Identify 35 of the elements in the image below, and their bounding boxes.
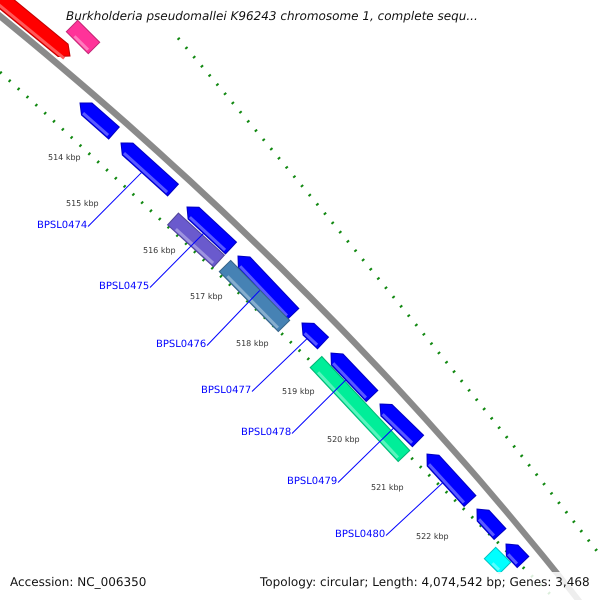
gene-feature: [476, 508, 507, 540]
position-label: 519 kbp: [282, 387, 315, 396]
gene-bar: [66, 20, 100, 54]
position-label: 517 kbp: [190, 292, 223, 301]
gene-label: BPSL0477: [201, 385, 252, 396]
gene-label: BPSL0479: [287, 476, 338, 487]
gene-label: BPSL0475: [99, 281, 150, 292]
position-label: 518 kbp: [236, 339, 269, 348]
accession-text: Accession: NC_006350: [10, 575, 146, 589]
position-label: 521 kbp: [371, 483, 404, 492]
gene-feature: [379, 403, 424, 448]
gene-feature: [120, 142, 180, 197]
leader-line: [252, 338, 308, 392]
gene-feature: [505, 543, 530, 568]
position-label: 515 kbp: [66, 199, 99, 208]
position-label: 516 kbp: [143, 246, 176, 255]
map-title: Burkholderia pseudomallei K96243 chromosome 1, complete sequ...: [66, 9, 478, 23]
gene-label: BPSL0474: [37, 220, 88, 231]
leader-line: [386, 482, 444, 536]
gene-bar: [484, 546, 512, 574]
gene-label: BPSL0478: [241, 427, 292, 438]
gene-label: BPSL0476: [156, 339, 206, 350]
position-label: 520 kbp: [327, 435, 360, 444]
gene-label: BPSL0480: [335, 529, 386, 540]
leader-line: [206, 290, 260, 346]
gene-feature: [301, 322, 330, 350]
gene-feature: [426, 453, 477, 508]
leader-line: [150, 232, 204, 288]
gene-feature: [79, 102, 120, 140]
leader-line: [88, 172, 142, 227]
leader-line: [292, 380, 346, 434]
leader-line: [338, 428, 394, 483]
position-label: 522 kbp: [416, 532, 449, 541]
summary-text: Topology: circular; Length: 4,074,542 bp; Genes: 3,468: [260, 575, 590, 589]
position-label: 514 kbp: [48, 153, 81, 162]
